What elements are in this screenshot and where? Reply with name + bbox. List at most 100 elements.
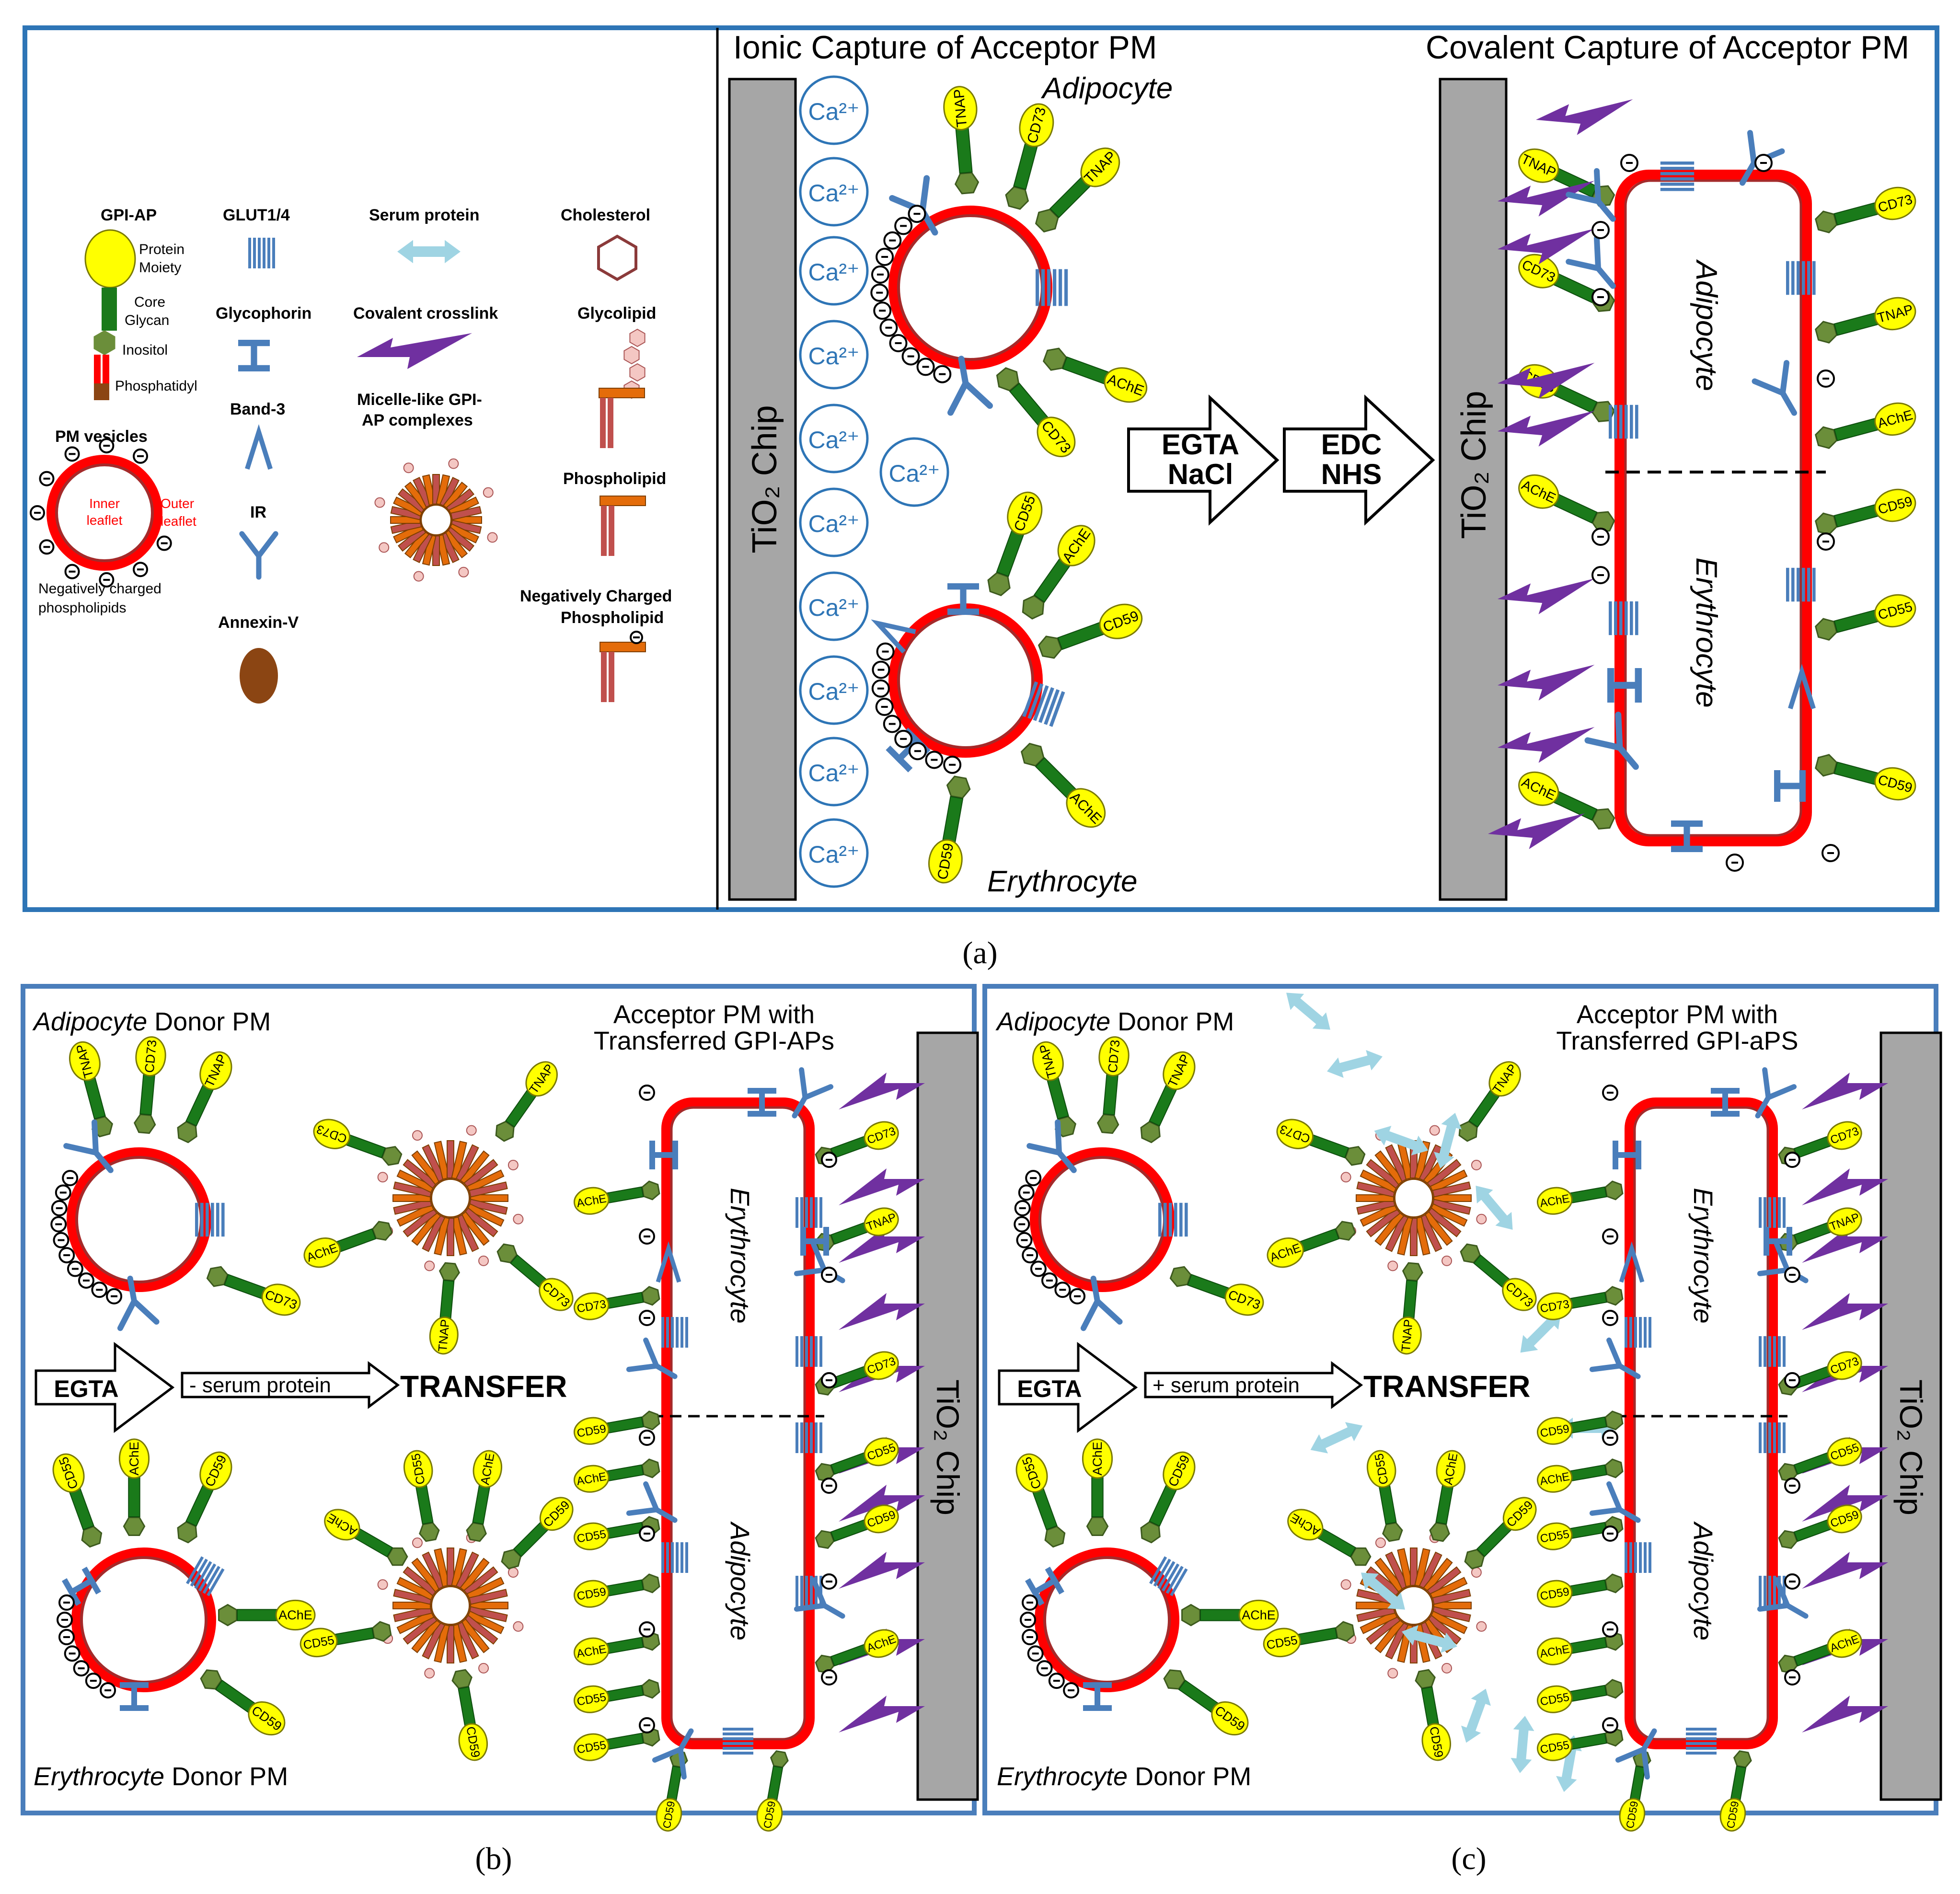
micelle-lipid — [470, 1602, 508, 1609]
pm-vesicle-outer — [1030, 1147, 1175, 1292]
micelle-cholesterol — [412, 1537, 423, 1548]
glut-helix — [1778, 1197, 1781, 1228]
glut-helix — [1764, 1422, 1766, 1453]
inositol-hexagon — [1591, 511, 1615, 532]
protein-moiety — [1224, 1283, 1264, 1316]
glut-helix — [1634, 1317, 1637, 1348]
negative-charge — [821, 1478, 837, 1494]
glut-helix — [1786, 567, 1789, 602]
glut-helix — [1157, 1561, 1176, 1589]
micelle-lipid — [422, 1214, 446, 1252]
inositol-hexagon — [1181, 1604, 1201, 1627]
micelle-lipid — [396, 1577, 435, 1601]
core-glycan — [237, 1609, 279, 1621]
glut-helix — [1038, 687, 1054, 723]
insulin-receptor — [626, 1481, 678, 1523]
protein-moiety — [1874, 186, 1916, 220]
micelle-cholesterol — [513, 1213, 524, 1224]
glycophorin-stem — [68, 1576, 95, 1596]
negative-charge — [1591, 528, 1610, 546]
micelle-cholesterol — [1340, 1172, 1351, 1183]
gpi-ap: AChE — [324, 1509, 408, 1566]
core-glycan — [1568, 1685, 1607, 1702]
micelle-cholesterol — [448, 458, 459, 469]
calcium-ion — [799, 487, 869, 557]
glut-transporter — [1786, 567, 1816, 602]
legend-band3: Band-3 — [230, 400, 285, 418]
micelle-lipid — [1397, 1216, 1413, 1256]
glut-helix — [810, 1336, 813, 1367]
gpi-ap: CD73 — [1518, 254, 1615, 312]
negative-charge — [1014, 1200, 1031, 1216]
glycophorin — [1607, 668, 1642, 703]
negative-charge — [901, 347, 920, 366]
inositol-hexagon — [1604, 1679, 1624, 1699]
ir-shape — [1752, 360, 1797, 416]
glycophorin-stem — [1031, 1576, 1059, 1596]
glut-helix — [216, 1202, 219, 1237]
legend-serum: Serum protein — [369, 206, 479, 224]
covalent-crosslink — [839, 1293, 925, 1330]
core-glycan — [830, 1643, 869, 1667]
micelle-lipid — [451, 1624, 467, 1663]
legend-glycan-icon — [102, 288, 117, 331]
glut-helix — [810, 1422, 813, 1453]
protein-moiety — [1827, 1629, 1862, 1658]
crosslink-bolt — [1498, 664, 1595, 701]
glut-transporter — [796, 1197, 822, 1228]
adipocyte-donor-italic: Adipocyte — [995, 1007, 1110, 1036]
core-glycan — [1568, 1522, 1607, 1539]
protein-moiety — [1032, 1041, 1064, 1081]
glut-helix — [1759, 1336, 1762, 1367]
gpi-ap: AChE — [1287, 1509, 1372, 1566]
negative-charge — [133, 448, 149, 464]
cov-cell-membrane — [1614, 170, 1812, 846]
negative-charge — [1726, 854, 1744, 872]
micelle-lipid — [1410, 1218, 1418, 1256]
glut-helix — [676, 1542, 679, 1573]
calcium-ion — [879, 437, 949, 507]
glut-helix — [1686, 1732, 1717, 1735]
calcium-ion-label: Ca²⁺ — [808, 180, 860, 207]
gpi-ap: CD59 — [1619, 1750, 1651, 1832]
micelle-cholesterol — [478, 1663, 489, 1674]
negative-charge — [894, 729, 913, 748]
micelle-lipid — [466, 1577, 505, 1601]
gpi-ap: CD55 — [403, 1450, 440, 1542]
micelle-lipid — [403, 1615, 438, 1645]
erythrocyte-donor-rest: Donor PM — [1128, 1762, 1251, 1791]
covalent-crosslink — [1498, 664, 1595, 701]
micelle-lipid — [447, 1548, 454, 1586]
crosslink-bolt — [1536, 99, 1633, 135]
micelle-lipid — [1430, 1577, 1468, 1601]
insulin-receptor — [239, 531, 278, 580]
negative-charge — [62, 1170, 79, 1187]
protein-moiety — [1536, 1733, 1573, 1761]
negative-charge — [1025, 1170, 1042, 1187]
negative-charge — [908, 742, 927, 761]
negative-charge — [875, 697, 894, 716]
protein-moiety — [303, 1237, 341, 1268]
glycophorin-stem — [800, 1238, 829, 1244]
micelle-cholesterol — [1441, 1255, 1453, 1266]
glut-helix — [661, 1542, 664, 1573]
negative-charge — [156, 535, 172, 551]
glycophorin — [238, 340, 270, 371]
protein-moiety — [1874, 594, 1916, 628]
glut-helix — [195, 1202, 198, 1237]
glut-helix — [1778, 1422, 1781, 1453]
crosslink-bolt — [839, 1293, 925, 1330]
inositol-hexagon — [1815, 210, 1838, 233]
glut-helix — [723, 1742, 753, 1745]
insulin-receptor — [1080, 1275, 1123, 1331]
adipocyte-label-a: Adipocyte — [1040, 72, 1173, 105]
negative-charge — [85, 1673, 102, 1689]
micelle-lipid — [403, 1159, 438, 1189]
micelle-lipid — [1433, 1194, 1472, 1202]
glut-helix — [1783, 1422, 1786, 1453]
calcium-ion-label: Ca²⁺ — [808, 760, 860, 786]
protein-moiety — [573, 1417, 610, 1445]
gpi-ap: CD55 — [815, 1437, 899, 1482]
micelle-cholesterol — [412, 1130, 423, 1141]
insulin-receptor — [1589, 1481, 1641, 1523]
